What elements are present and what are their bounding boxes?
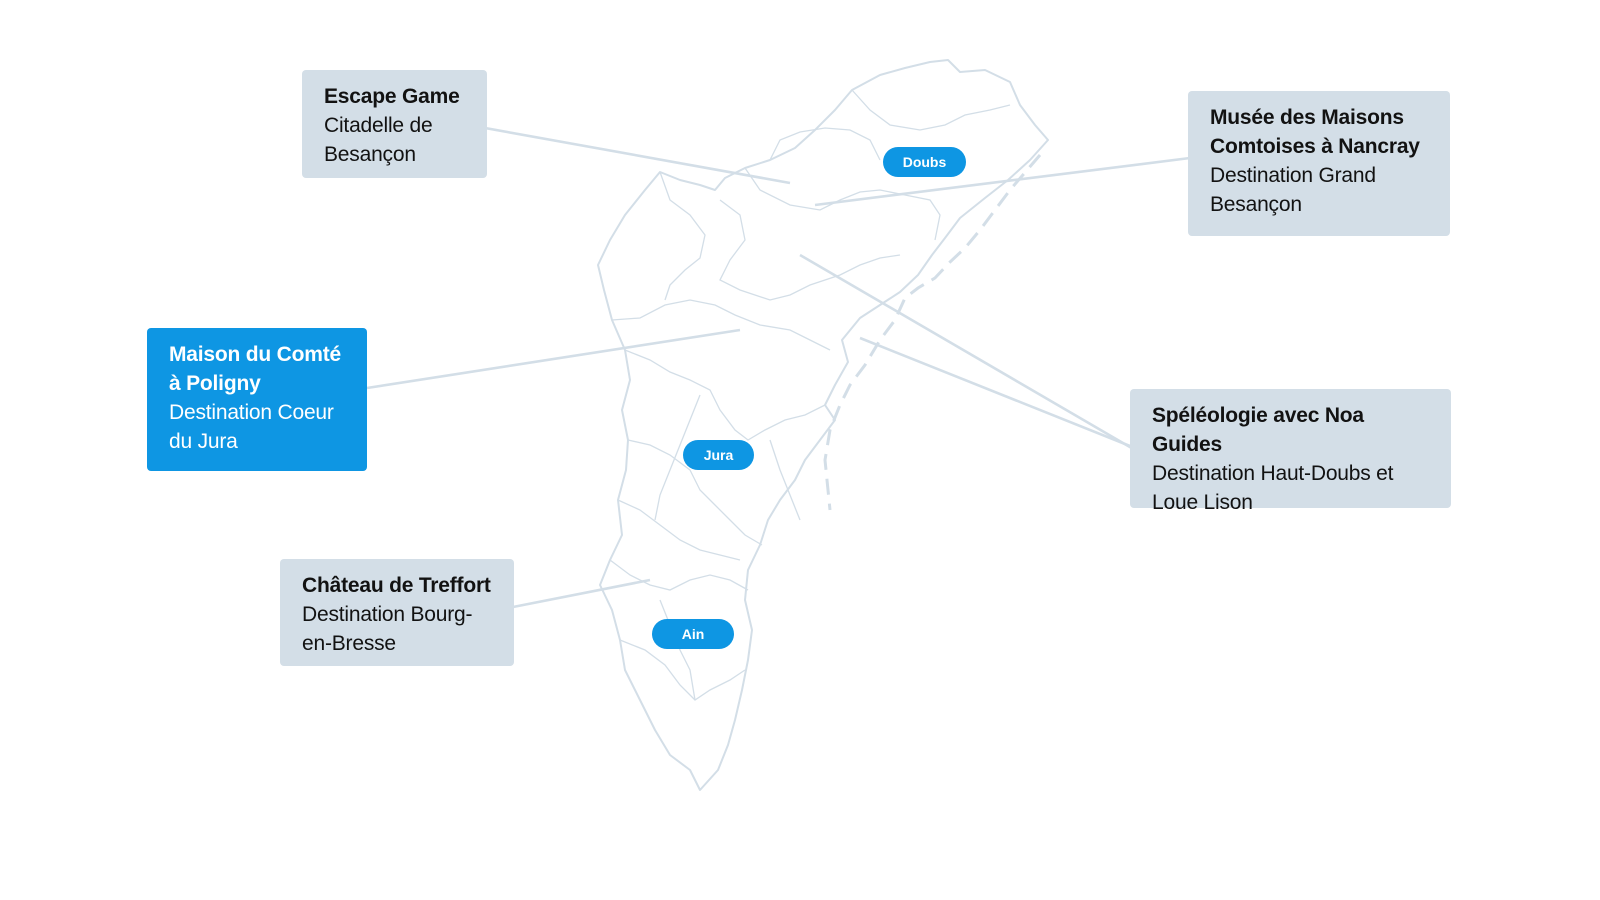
callout-title: Château de Treffort bbox=[302, 574, 491, 597]
callout-speleologie[interactable]: Spéléologie avec Noa Guides Destination … bbox=[1130, 389, 1451, 514]
callout-subtitle: Citadelle de Besançon bbox=[324, 114, 433, 166]
border-dashed bbox=[823, 154, 1042, 511]
region-label-doubs: Doubs bbox=[883, 147, 966, 177]
callout-title: Maison du Comté à Poligny bbox=[169, 343, 342, 395]
region-label-jura: Jura bbox=[683, 440, 754, 470]
callout-subtitle: Destination Coeur du Jura bbox=[169, 401, 334, 453]
callout-title: Escape Game bbox=[324, 85, 460, 108]
callout-subtitle: Destination Grand Besançon bbox=[1210, 164, 1376, 216]
callout-subtitle: Destination Bourg-en-Bresse bbox=[302, 603, 473, 655]
commune-boundaries bbox=[609, 89, 1011, 701]
territory-outline bbox=[597, 59, 1049, 791]
region-label-ain: Ain bbox=[652, 619, 734, 649]
callout-title: Spéléologie avec Noa Guides bbox=[1152, 404, 1364, 456]
callout-maison-comte[interactable]: Maison du Comté à Poligny Destination Co… bbox=[147, 328, 367, 471]
callout-escape-game[interactable]: Escape Game Citadelle de Besançon bbox=[302, 70, 487, 178]
callout-title: Musée des Maisons Comtoises à Nancray bbox=[1210, 106, 1420, 158]
callout-musee-maisons[interactable]: Musée des Maisons Comtoises à Nancray De… bbox=[1188, 91, 1450, 236]
callout-chateau-treffort[interactable]: Château de Treffort Destination Bourg-en… bbox=[280, 559, 514, 666]
callout-subtitle: Destination Haut-Doubs et Loue Lison bbox=[1152, 462, 1394, 514]
connector-lines bbox=[366, 126, 1191, 609]
